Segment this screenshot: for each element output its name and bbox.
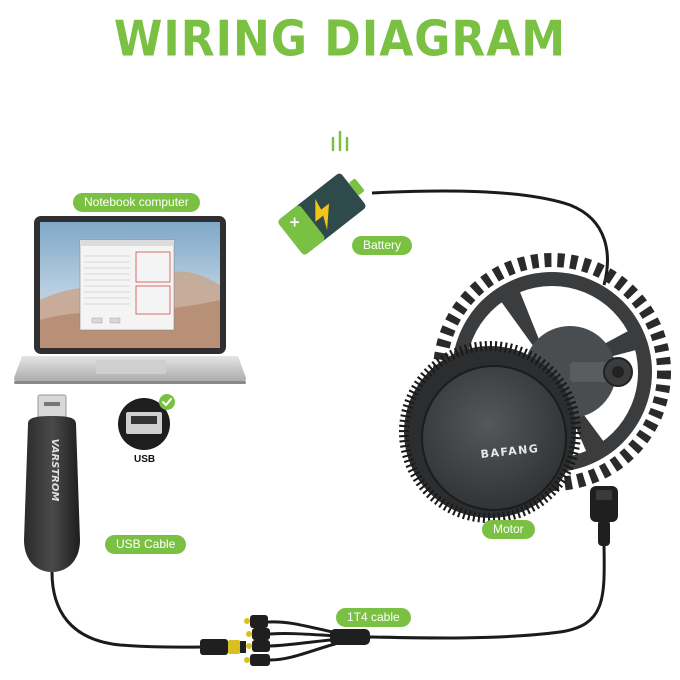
check-icon (159, 394, 175, 410)
label-battery: Battery (352, 236, 413, 255)
battery-cable (371, 189, 609, 286)
usb-dongle: VARSTROM (24, 394, 80, 572)
cables (50, 189, 609, 649)
motor-cover (422, 366, 566, 510)
lightning-icon (315, 198, 329, 231)
label-motor: Motor (482, 520, 535, 539)
label-usb: USB (134, 454, 156, 465)
laptop (14, 216, 246, 384)
page-title: WIRING DIAGRAM (113, 10, 567, 69)
label-notebook: Notebook computer (73, 193, 200, 212)
software-window (79, 239, 175, 331)
label-1t4-cable: 1T4 cable (336, 608, 411, 627)
1t4-cable (200, 615, 373, 666)
charge-indicator-icon (331, 130, 349, 152)
svg-text:+: + (289, 215, 301, 231)
dongle-brand: VARSTROM (49, 439, 60, 502)
motor-cable (371, 544, 606, 640)
label-usb-cable: USB Cable (105, 535, 187, 554)
battery: + (278, 173, 366, 255)
usb-cable-line (50, 571, 205, 649)
motor: BAFANG (399, 253, 671, 546)
motor-brand: BAFANG (480, 442, 540, 461)
usb-port-icon (118, 394, 175, 450)
